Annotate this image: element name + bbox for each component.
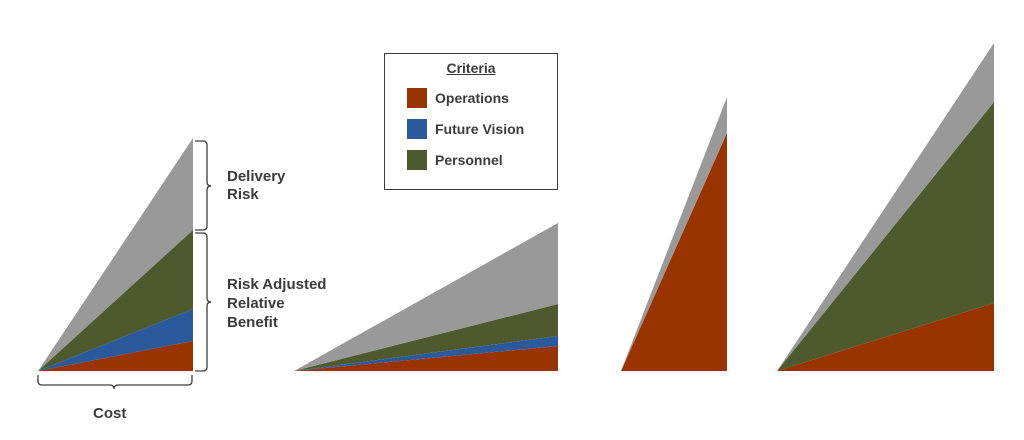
operations-swatch (407, 88, 427, 108)
legend-item-operations: Operations (407, 88, 509, 108)
legend-item-future-vision: Future Vision (407, 119, 524, 139)
option-4-delivery-risk-wedge (777, 43, 994, 371)
legend-label-personnel: Personnel (435, 152, 503, 168)
option-3-delivery-risk-wedge (621, 97, 727, 371)
option-triangles (38, 43, 994, 371)
option-2-delivery-risk-wedge (294, 223, 558, 371)
cost-label: Cost (93, 405, 126, 422)
cost-bracket (37, 375, 193, 390)
legend-item-personnel: Personnel (407, 150, 503, 170)
legend-label-operations: Operations (435, 90, 509, 106)
criteria-legend: Criteria Operations Future Vision Person… (384, 53, 558, 190)
relative-benefit-bracket (195, 232, 212, 372)
delivery-risk-label: Delivery Risk (227, 168, 290, 203)
legend-label-future-vision: Future Vision (435, 121, 525, 137)
delivery-risk-bracket (195, 140, 212, 231)
option-1-delivery-risk-wedge (38, 138, 193, 371)
future-vision-swatch (407, 119, 427, 139)
personnel-swatch (407, 150, 427, 170)
relative-benefit-label: Risk Adjusted Relative Benefit (227, 276, 331, 331)
legend-title: Criteria (446, 60, 496, 76)
